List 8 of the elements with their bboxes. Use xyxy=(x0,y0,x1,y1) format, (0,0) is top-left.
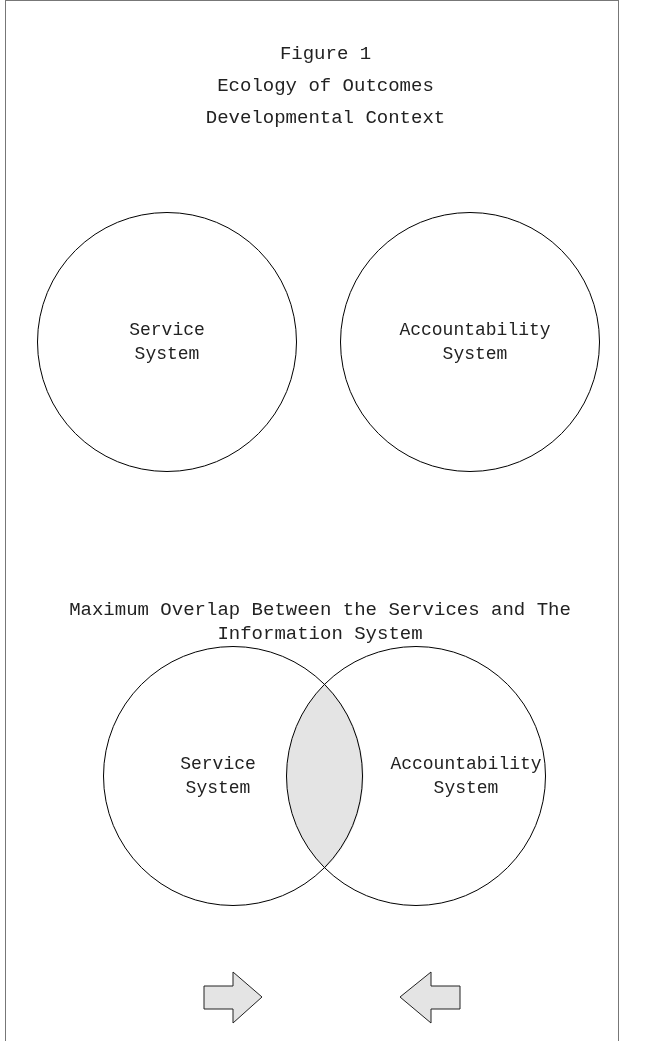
section-heading: Maximum Overlap Between the Services and The Information System xyxy=(68,598,572,646)
node-label: Accountability System xyxy=(398,319,552,366)
node-label: Service System xyxy=(179,753,257,800)
subtitle: Developmental Context xyxy=(204,106,447,130)
node-label: Accountability System xyxy=(389,753,543,800)
node-label: Service System xyxy=(128,319,206,366)
figure-title: Figure 1 xyxy=(278,42,373,66)
subtitle: Ecology of Outcomes xyxy=(216,74,435,98)
